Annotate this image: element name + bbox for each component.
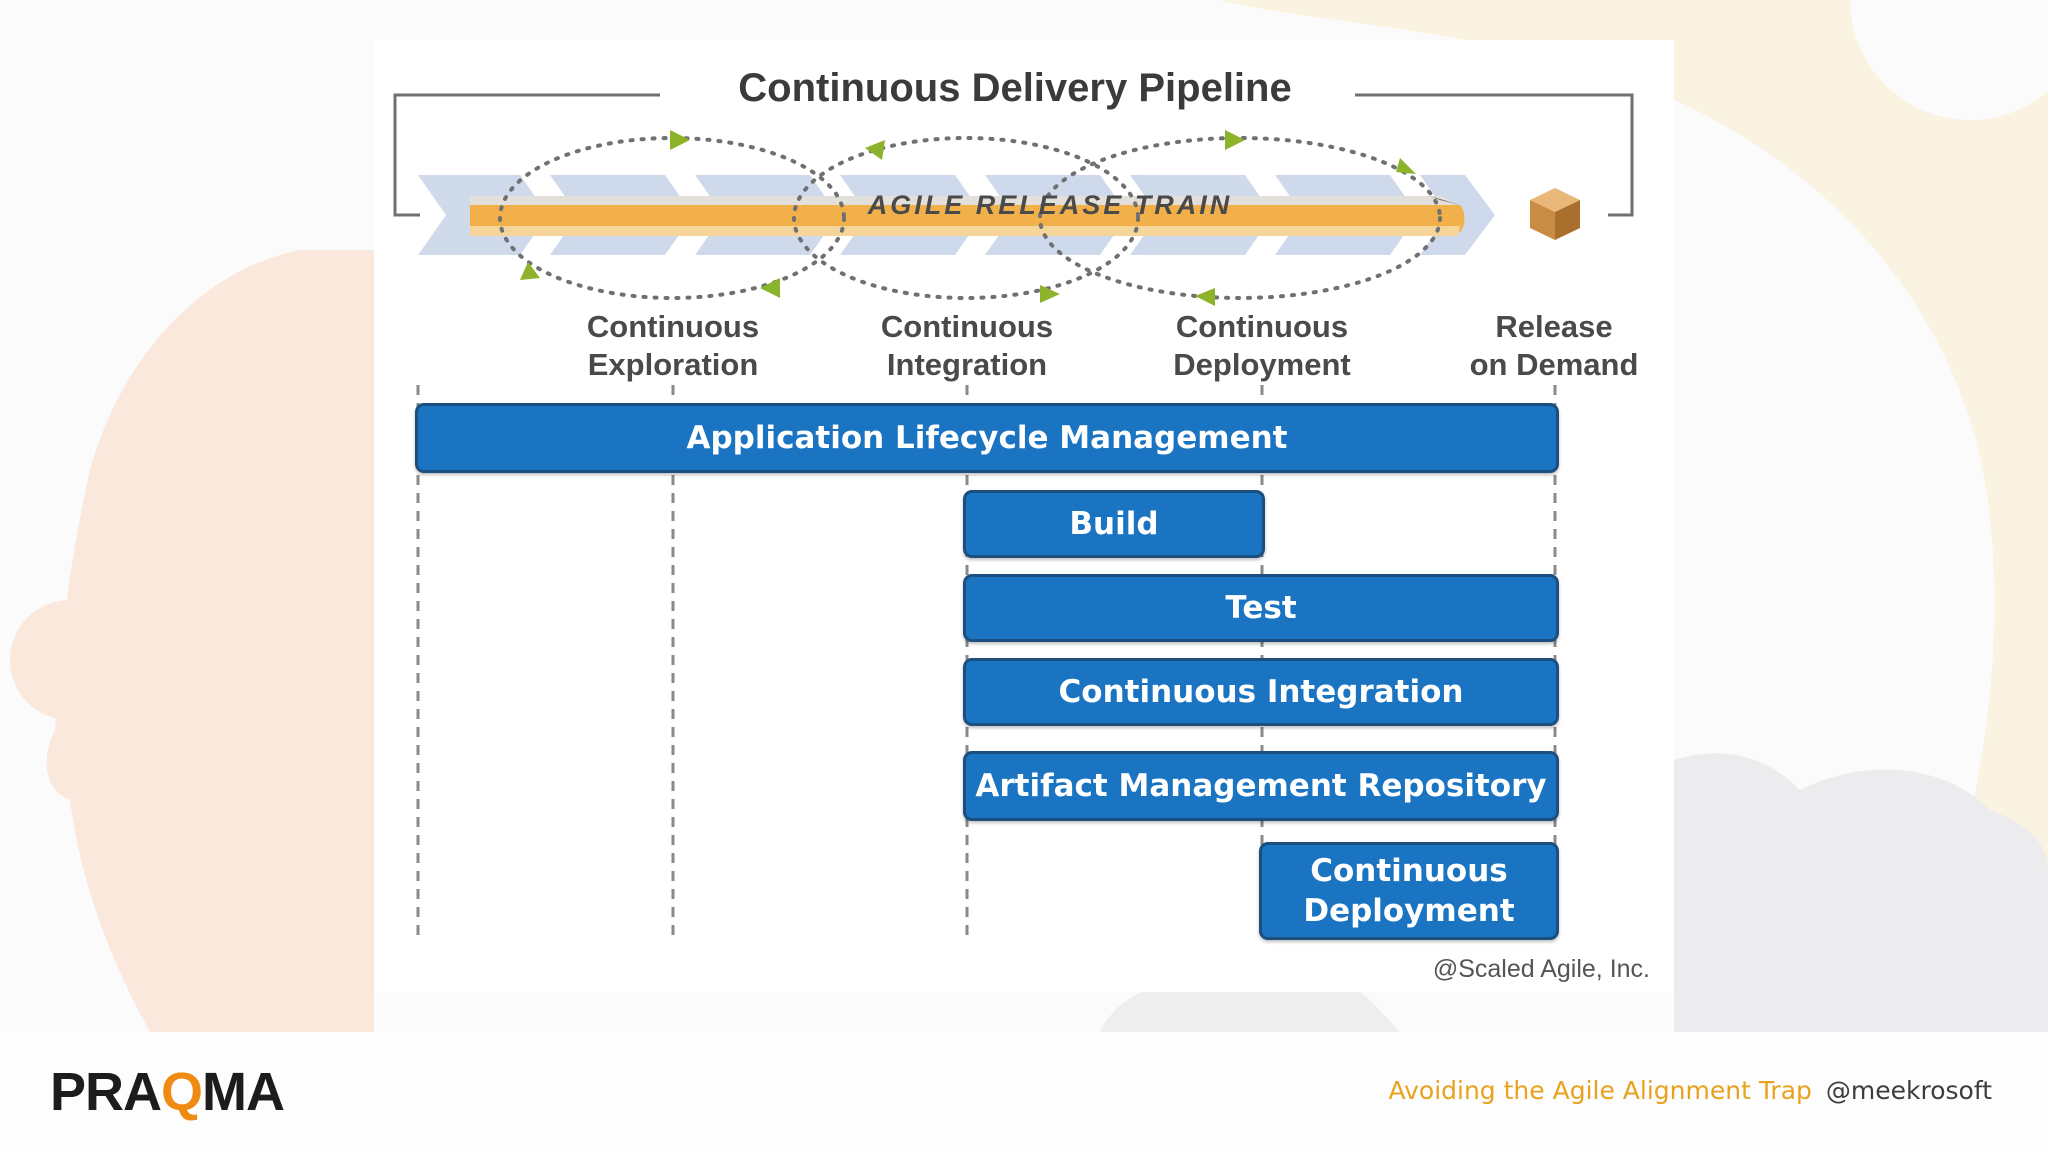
stage-label-line2: Exploration <box>587 347 759 382</box>
stage-label-line1: Continuous <box>880 309 1054 344</box>
footer-bar <box>0 1032 2048 1152</box>
dotted-loops <box>498 136 1442 300</box>
bar-cd-line2: Deployment <box>1303 893 1515 929</box>
stage-label-line2: Deployment <box>1173 347 1351 382</box>
stage-label-line2: on Demand <box>1469 347 1639 382</box>
stage-label-line1: Continuous <box>1175 309 1349 344</box>
diagram-title: Continuous Delivery Pipeline <box>738 66 1292 110</box>
logo-q: Q <box>161 1062 203 1122</box>
twitter-handle: @meekrosoft <box>1825 1076 1992 1105</box>
bar-artifact-management-repository: Artifact Management Repository <box>963 751 1559 821</box>
bar-test: Test <box>963 574 1559 642</box>
loop-arrowheads <box>520 130 1416 306</box>
talk-title: Avoiding the Agile Alignment Trap <box>1388 1076 1812 1105</box>
logo-suffix: MA <box>202 1062 285 1122</box>
peach-gear-tooth <box>10 600 130 720</box>
package-icon <box>1530 188 1580 240</box>
bar-continuous-deployment: Continuous Deployment <box>1259 842 1559 940</box>
stage-continuous-deployment: Continuous Deployment <box>1132 308 1392 384</box>
logo-prefix: PRA <box>50 1062 162 1122</box>
release-train-label: AGILE RELEASE TRAIN <box>867 190 1233 220</box>
stage-continuous-integration: Continuous Integration <box>837 308 1097 384</box>
peach-gear-shape <box>46 250 374 1032</box>
bar-cd-line1: Continuous <box>1310 853 1508 889</box>
title-bracket <box>393 93 1634 217</box>
gear-notch-top <box>1850 0 2048 120</box>
grey-cloud-shape <box>1674 753 2048 1032</box>
bar-continuous-integration: Continuous Integration <box>963 658 1559 726</box>
footer-caption: Avoiding the Agile Alignment Trap @meekro… <box>1388 1076 1992 1105</box>
bar-build: Build <box>963 490 1265 558</box>
bar-application-lifecycle-management: Application Lifecycle Management <box>415 403 1559 473</box>
copyright-text: @Scaled Agile, Inc. <box>1432 955 1650 983</box>
stage-label-line1: Release <box>1495 309 1613 344</box>
release-train-streak <box>470 196 1465 236</box>
stage-label-line2: Integration <box>886 347 1048 382</box>
stage-release-on-demand: Release on Demand <box>1424 308 1684 384</box>
stage-label-line1: Continuous <box>586 309 760 344</box>
stage-continuous-exploration: Continuous Exploration <box>543 308 803 384</box>
